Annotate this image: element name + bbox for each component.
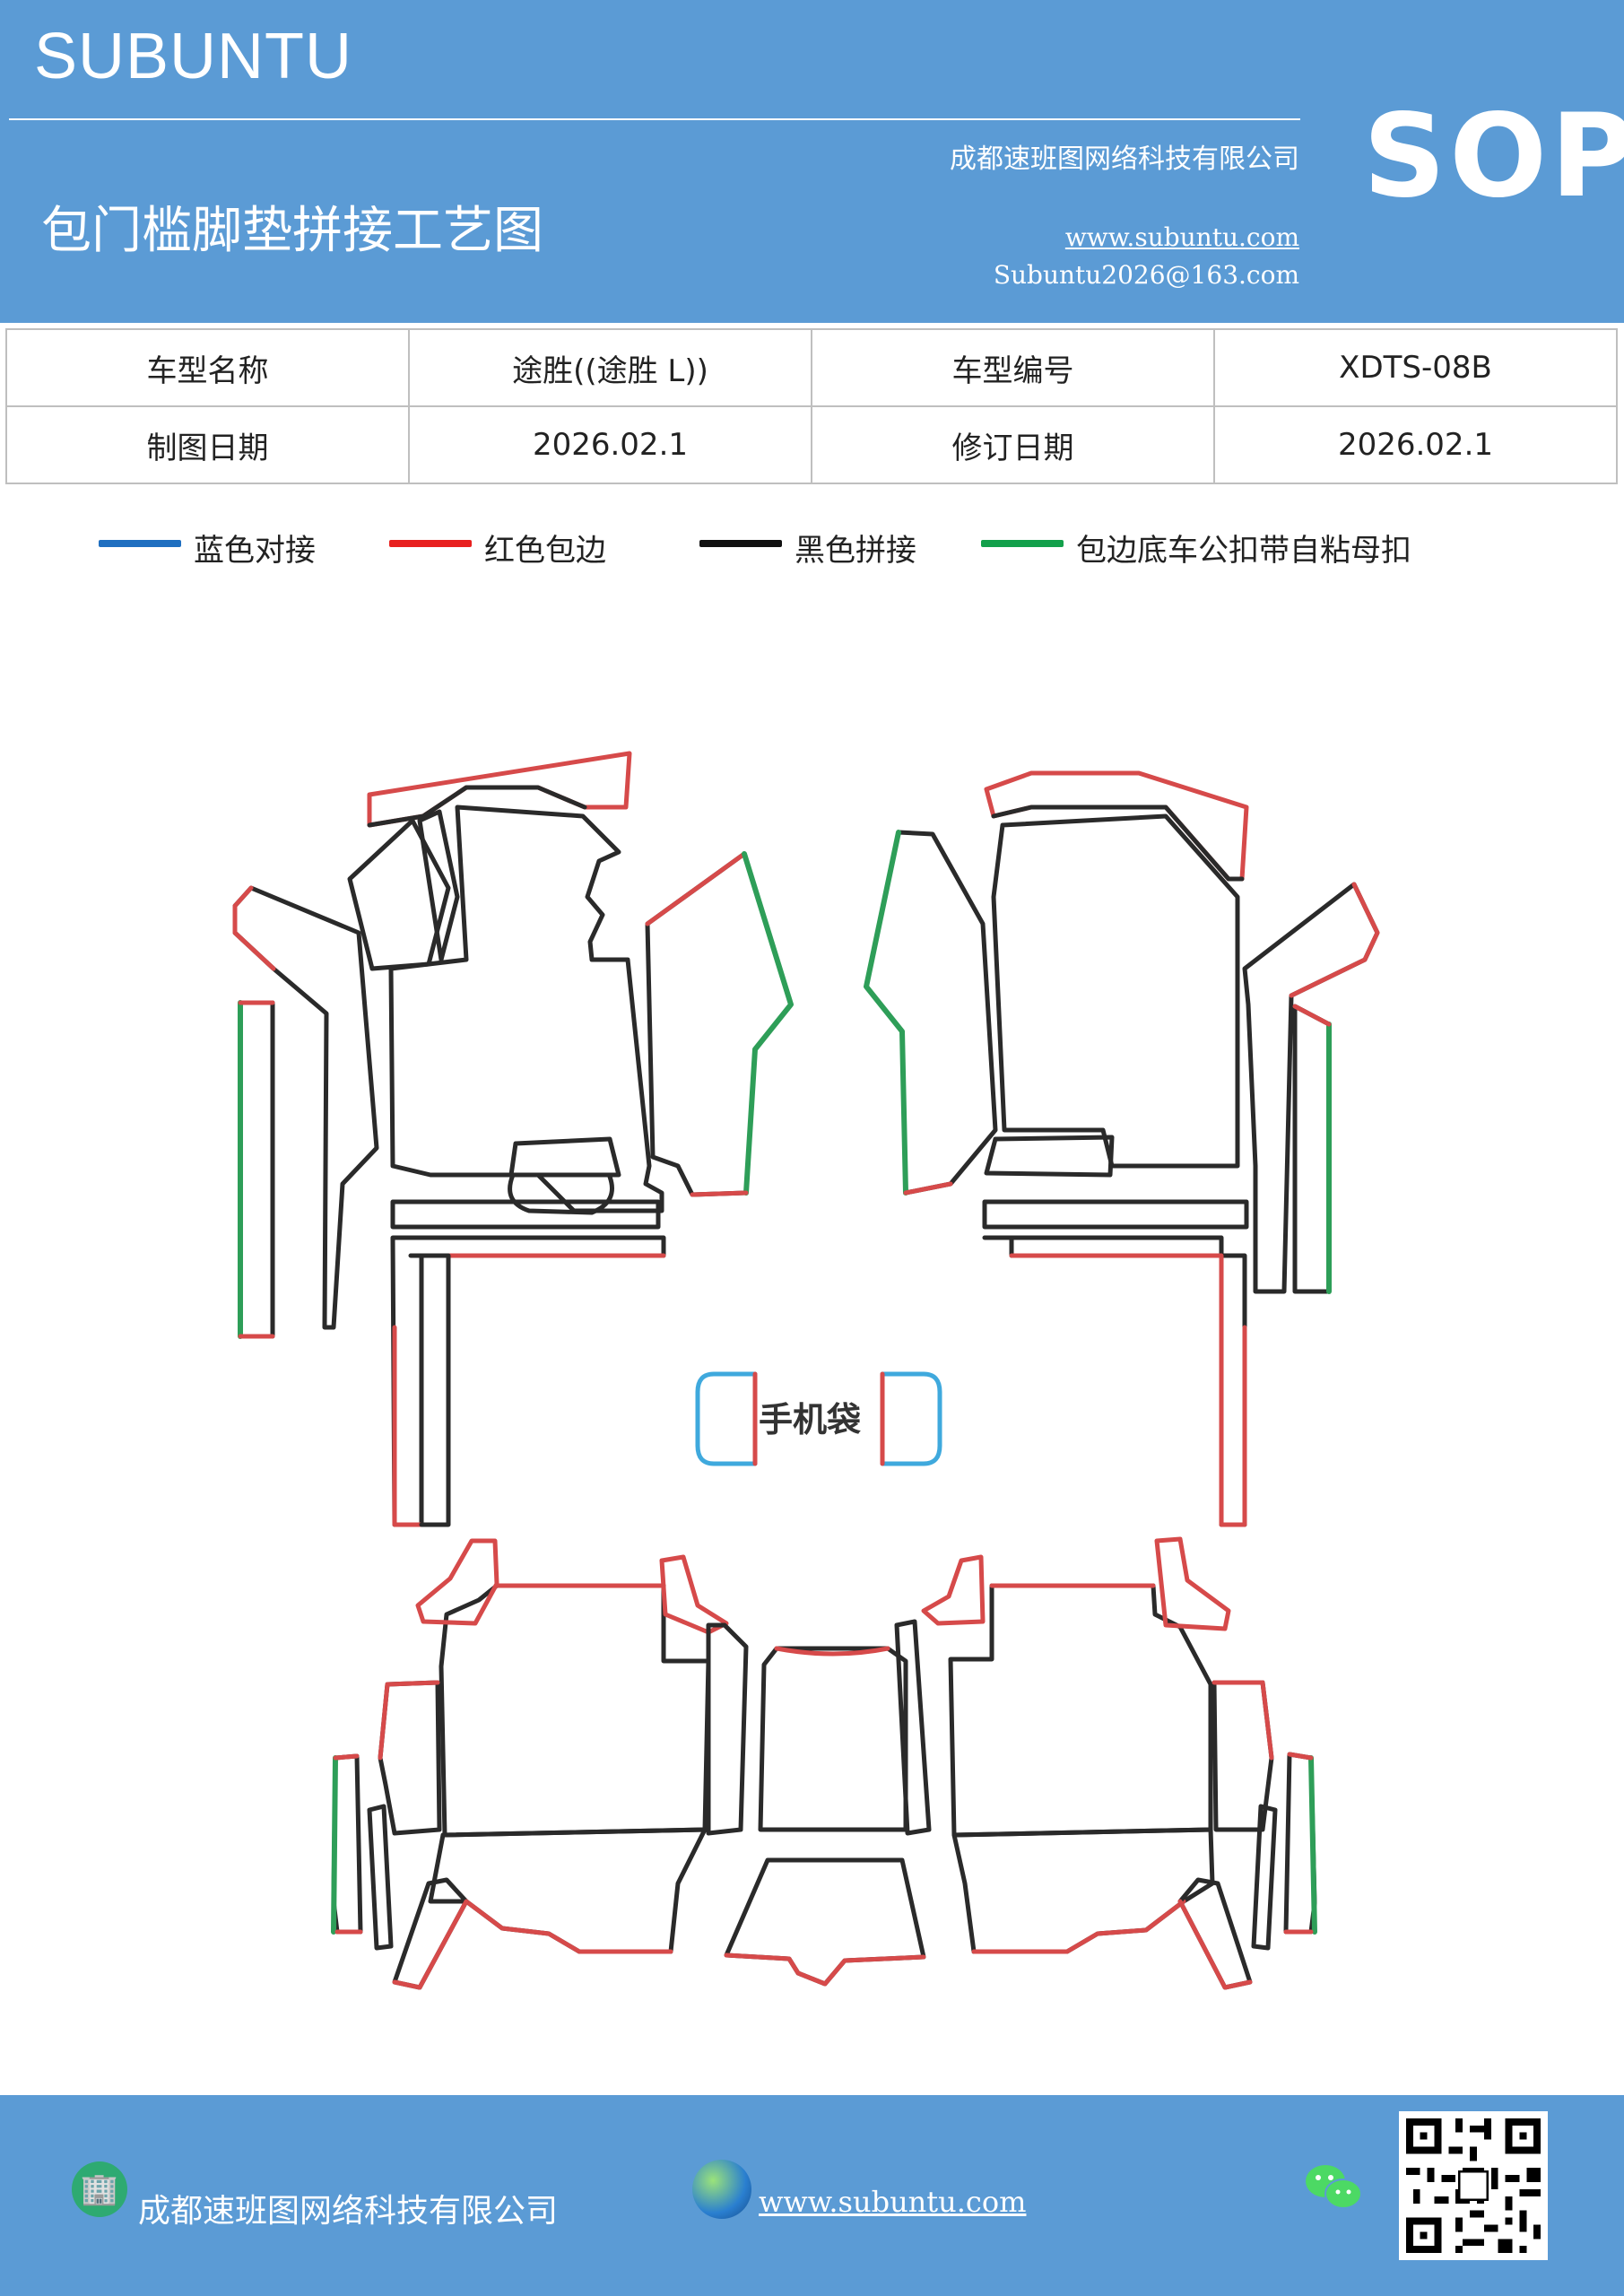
- doc-code: SOP: [1363, 90, 1624, 223]
- info-label: 车型名称: [5, 328, 410, 407]
- brand-name: SUBUNTU: [34, 21, 353, 92]
- info-value: 途胜((途胜 L)): [408, 328, 812, 407]
- piece-fl-sill: [390, 1199, 661, 1230]
- legend-swatch: [389, 540, 472, 547]
- wechat-icon: [1306, 2165, 1362, 2209]
- piece-fr-sill-2: [982, 1235, 1247, 1527]
- floor-mat-diagram: 手机袋: [0, 628, 1624, 2027]
- info-label: 制图日期: [5, 405, 410, 484]
- legend-swatch: [699, 540, 782, 547]
- piece-fl-sill-3: [408, 1253, 451, 1527]
- globe-icon: [692, 2160, 751, 2219]
- info-value: 2026.02.1: [408, 405, 812, 484]
- piece-center-main: [758, 1646, 908, 1832]
- footer-company-name: 成都速班图网络科技有限公司: [138, 2193, 559, 2230]
- piece-fl-bump: [508, 1136, 621, 1178]
- page-footer: 🏢 成都速班图网络科技有限公司 www.subuntu.com: [0, 2095, 1624, 2296]
- piece-fl-strip: [238, 1000, 275, 1339]
- building-icon: 🏢: [72, 2161, 127, 2217]
- info-label: 车型编号: [811, 328, 1215, 407]
- piece-rl-tab-left: [415, 1538, 499, 1626]
- piece-center-left: [706, 1622, 749, 1836]
- legend-swatch: [99, 540, 181, 547]
- piece-rr-main: [948, 1583, 1213, 1838]
- piece-fr-strip: [1292, 1004, 1332, 1294]
- color-legend: 蓝色对接 红色包边 黑色拼接 包边底车公扣带自粘母扣: [0, 526, 1624, 570]
- page-header: SUBUNTU SOP 包门槛脚垫拼接工艺图 成都速班图网络科技有限公司 www…: [0, 0, 1624, 323]
- email-address: Subuntu2026@163.com: [993, 260, 1299, 290]
- piece-fl-wedge-2: [417, 809, 460, 962]
- piece-fr-main: [991, 813, 1240, 1169]
- piece-fl-side: [645, 851, 794, 1197]
- piece-rl-tab-right: [659, 1554, 729, 1635]
- legend-label: 黑色拼接: [795, 533, 916, 569]
- piece-fl-sill-2: [390, 1235, 666, 1527]
- piece-rl-bottom: [428, 1827, 708, 1954]
- piece-fl-main: [388, 804, 664, 1213]
- piece-rl-main: [439, 1583, 711, 1838]
- piece-rr-side: [1251, 1804, 1278, 1951]
- legend-label: 红色包边: [484, 533, 606, 569]
- website-link[interactable]: www.subuntu.com: [1064, 222, 1299, 252]
- phone-pocket-left: [695, 1371, 758, 1466]
- piece-rl-side: [367, 1804, 394, 1951]
- company-name: 成都速班图网络科技有限公司: [950, 144, 1299, 175]
- header-divider: [9, 118, 1300, 120]
- piece-fl-wedge: [347, 818, 451, 971]
- piece-rr-tab-left: [921, 1554, 986, 1626]
- page-title: 包门槛脚垫拼接工艺图: [41, 202, 543, 260]
- legend-label: 包边底车公扣带自粘母扣: [1076, 533, 1411, 569]
- piece-center-bottom: [724, 1857, 926, 1987]
- info-label: 修订日期: [811, 405, 1215, 484]
- piece-fr-outer: [1242, 882, 1380, 1294]
- piece-rr-tab-right: [1154, 1536, 1231, 1631]
- piece-rr-bottom: [951, 1827, 1215, 1954]
- phone-pocket-label: 手机袋: [759, 1400, 862, 1439]
- piece-fr-sill: [982, 1199, 1249, 1230]
- piece-rl-outer: [378, 1680, 442, 1836]
- qr-code: [1399, 2111, 1548, 2260]
- piece-fr-bump: [984, 1135, 1115, 1178]
- legend-swatch: [981, 540, 1064, 547]
- info-value: XDTS-08B: [1213, 328, 1618, 407]
- piece-center-right: [894, 1619, 932, 1836]
- phone-pocket-right: [880, 1371, 942, 1466]
- legend-label: 蓝色对接: [194, 533, 316, 569]
- info-value: 2026.02.1: [1213, 405, 1618, 484]
- footer-website-link[interactable]: www.subuntu.com: [759, 2185, 1027, 2219]
